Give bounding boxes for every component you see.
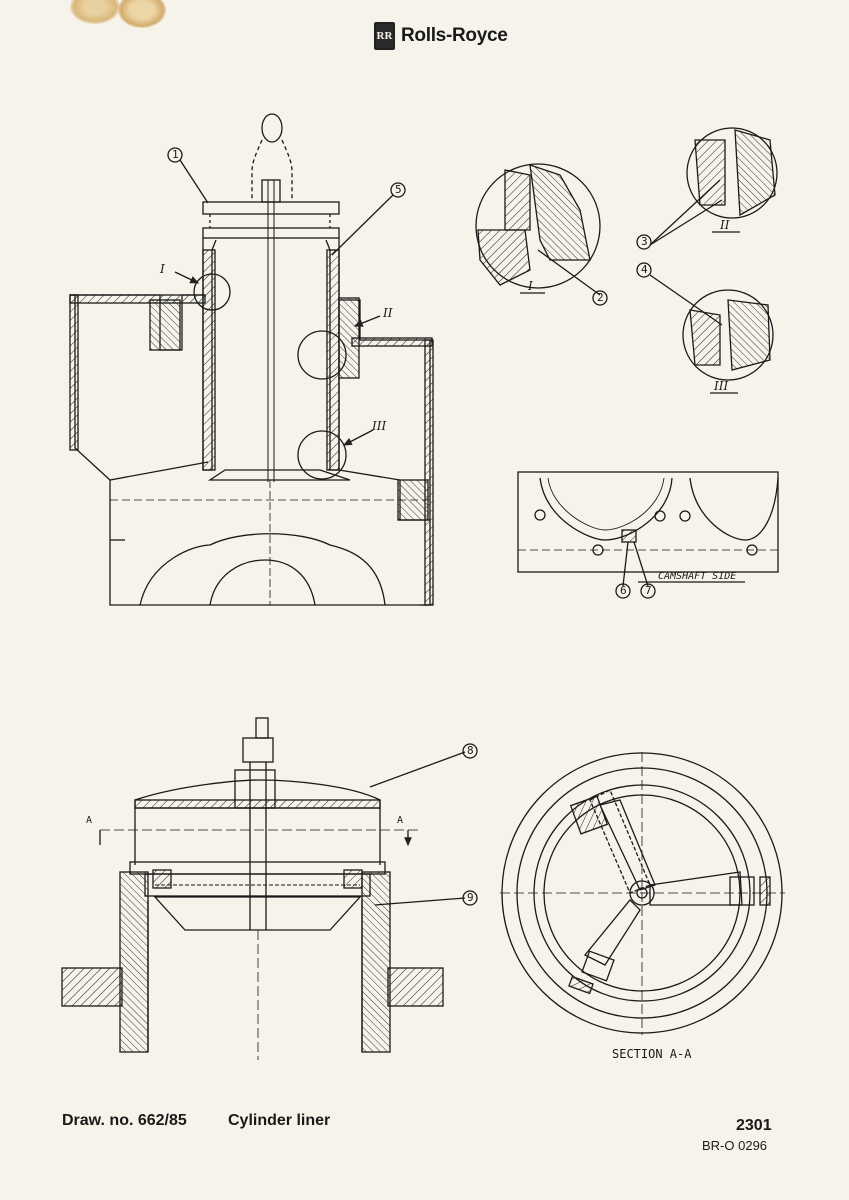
brand-header: RR Rolls-Royce (374, 22, 508, 50)
callout-8: 8 (467, 744, 474, 757)
detail-title-i: I (528, 279, 533, 293)
detail-view-iii (649, 179, 774, 394)
callout-5: 5 (395, 183, 402, 196)
callout-7: 7 (645, 584, 652, 597)
detail-view-ii (686, 127, 778, 233)
callout-9: 9 (467, 891, 474, 904)
detail-title-ii: II (720, 218, 730, 232)
section-a-a-view (500, 752, 785, 1035)
drawing-title: Cylinder liner (228, 1112, 331, 1129)
detail-view-i (475, 163, 601, 296)
liner-extractor-view (61, 717, 466, 1060)
detail-marker-i: I (160, 262, 165, 276)
block-top-view (517, 471, 779, 587)
callout-3: 3 (641, 235, 648, 248)
brand-name: Rolls-Royce (401, 25, 508, 46)
callout-4: 4 (641, 263, 648, 276)
drawing-number: Draw. no. 662/85 (62, 1112, 187, 1129)
section-mark-right: A (397, 815, 404, 826)
liner-assembly-view (69, 113, 434, 606)
callout-1: 1 (172, 148, 179, 161)
rr-logo-icon: RR (374, 22, 395, 50)
detail-marker-ii: II (383, 306, 393, 320)
page-number: 2301 (736, 1117, 772, 1134)
callout-6: 6 (620, 584, 627, 597)
callout-circles (167, 147, 656, 906)
section-mark-left: A (86, 815, 93, 826)
section-title: SECTION A-A (612, 1047, 692, 1061)
camshaft-side-label: CAMSHAFT SIDE (658, 571, 737, 582)
detail-marker-iii: III (372, 419, 387, 433)
callout-2: 2 (597, 291, 604, 304)
detail-title-iii: III (714, 379, 729, 393)
stain-mark-2 (118, 0, 166, 28)
reference-code: BR-O 0296 (702, 1138, 768, 1153)
